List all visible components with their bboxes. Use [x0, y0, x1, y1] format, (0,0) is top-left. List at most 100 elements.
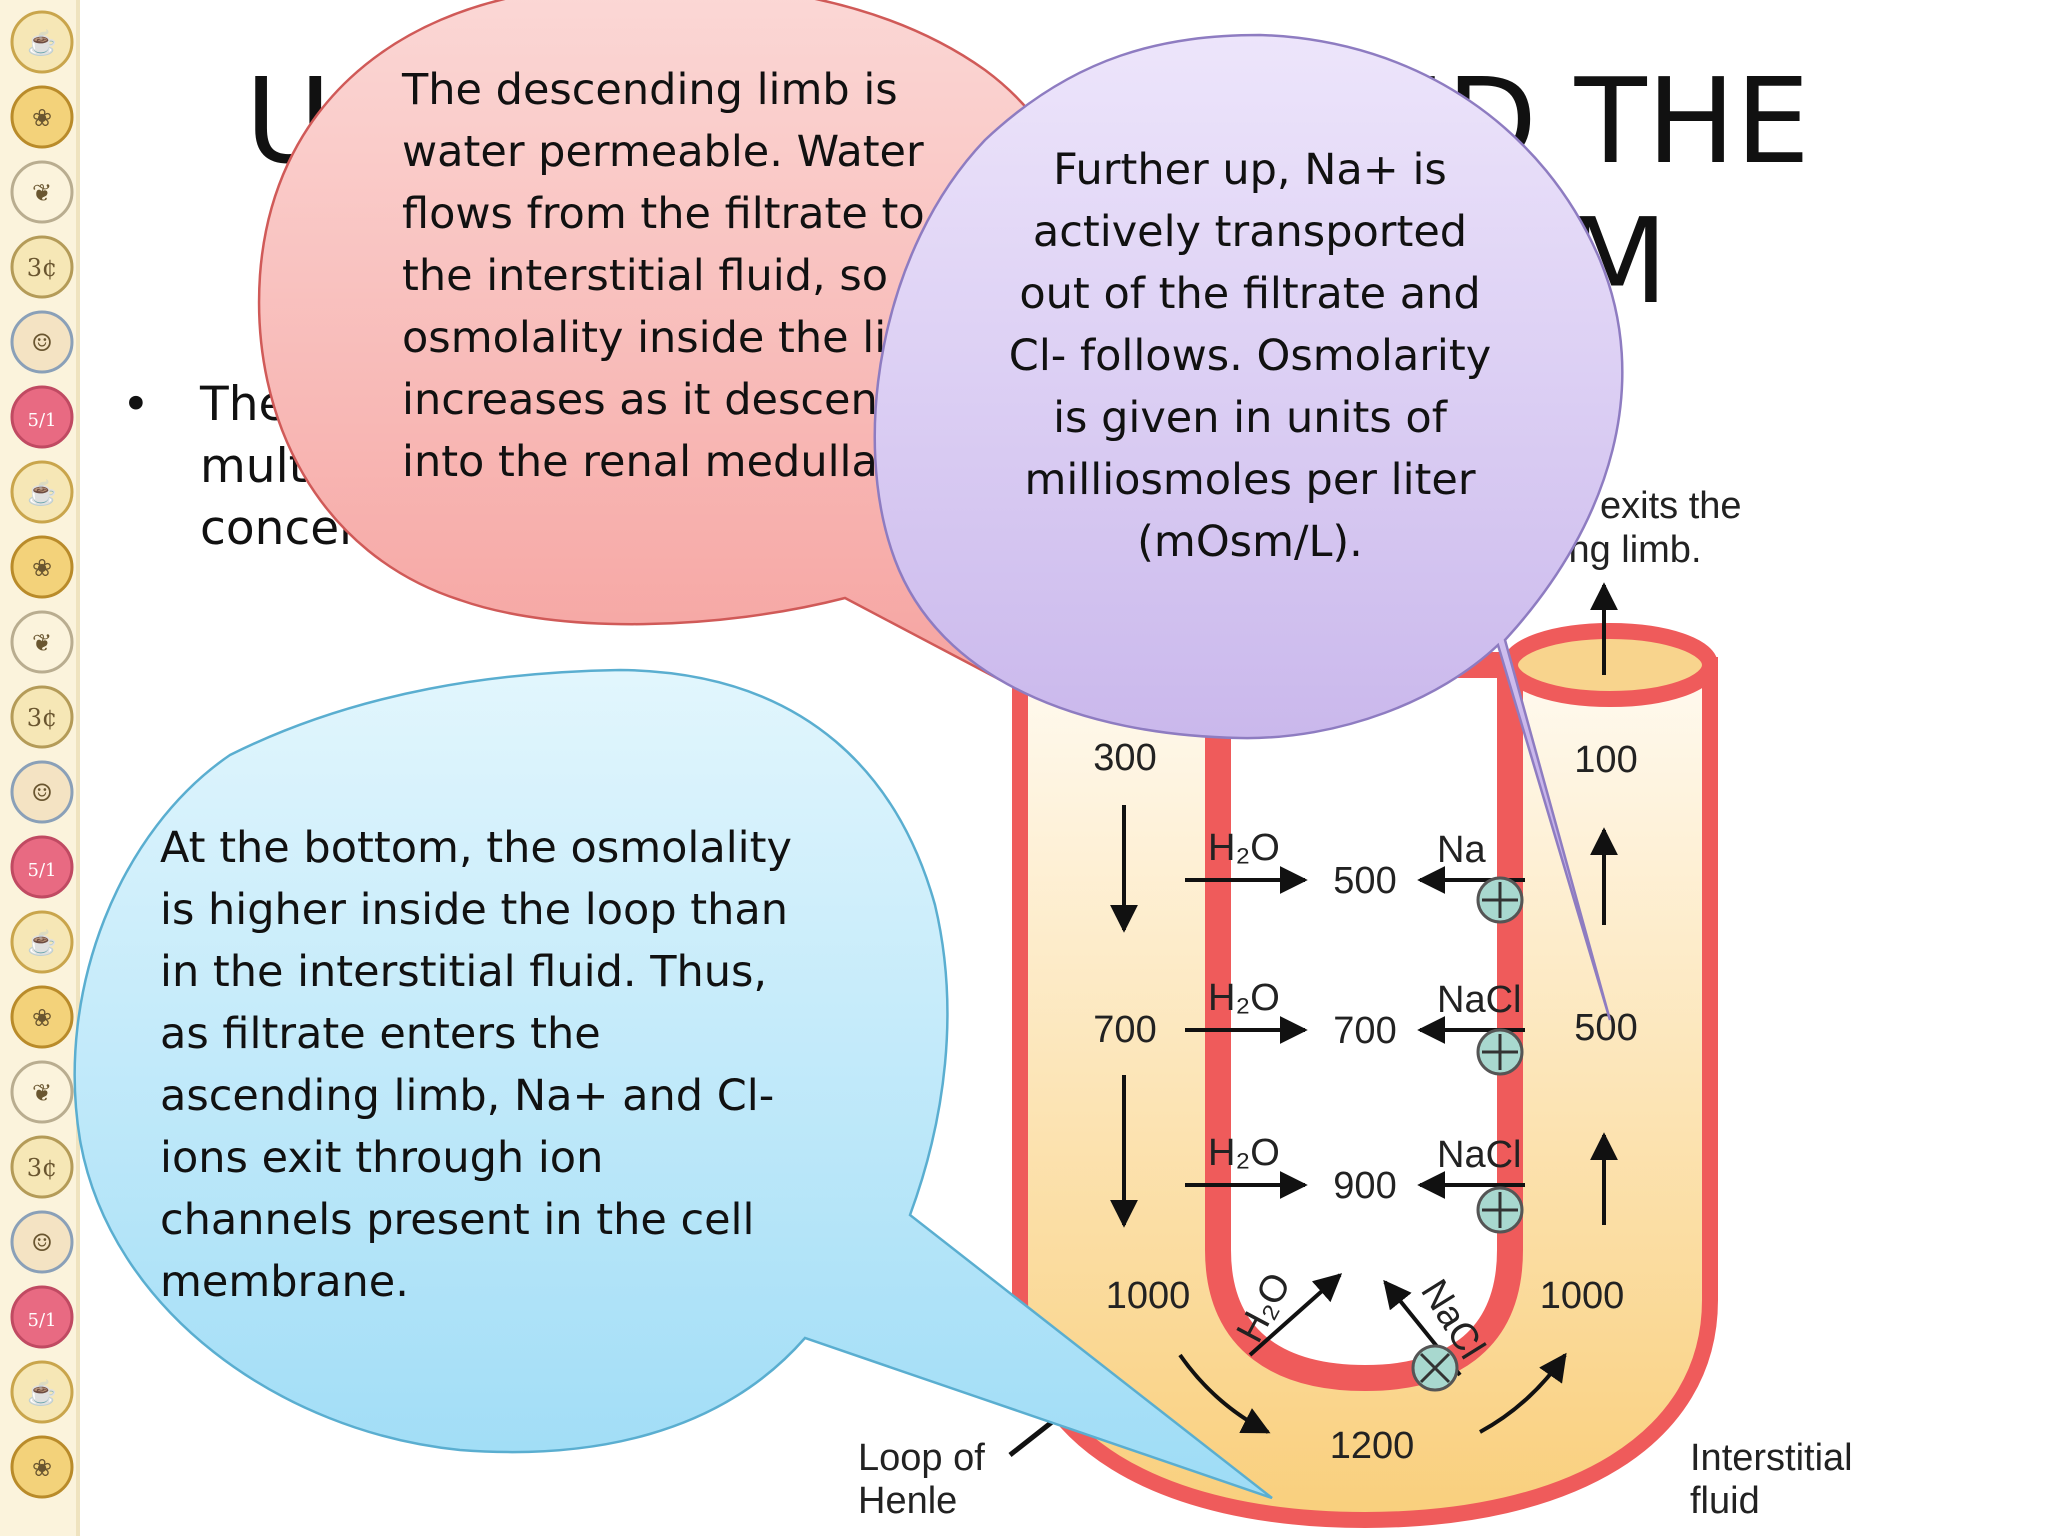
- further-up-callout: Further up, Na+ is actively transported …: [873, 33, 1624, 1021]
- cake-icon: ❀: [10, 1435, 74, 1499]
- interstitial-value-1: 500: [1333, 860, 1396, 902]
- descending-value-top: 300: [1093, 737, 1156, 779]
- descending-limb-callout: The descending limb is water permeable. …: [257, 0, 1083, 688]
- bottom-callout-line-4: as filtrate enters the: [160, 1009, 601, 1059]
- interstitial-value-2: 700: [1333, 1010, 1396, 1052]
- further-up-callout-line-5: is given in units of: [1053, 393, 1448, 443]
- interstitial-label-line2: fluid: [1690, 1480, 1760, 1522]
- spoon-icon: ❦: [10, 610, 74, 674]
- descending-callout-line-5: osmolality inside the li: [402, 313, 886, 363]
- teacup-icon: ☕: [10, 460, 74, 524]
- decorative-film-strip: ☕ ❀ ❦ 3¢ ☺ 5/1 ☕ ❀ ❦ 3¢ ☺ 5/1 ☕ ❀ ❦ 3¢ ☺ 5/1 ☕ ❀: [0, 0, 80, 1536]
- loop-label-line2: Henle: [858, 1480, 957, 1522]
- price-3c-icon: 3¢: [10, 1135, 74, 1199]
- exit-label-line1: exits the: [1600, 485, 1742, 527]
- cake-icon: ❀: [10, 985, 74, 1049]
- exchange-row-3: H₂O 900 NaCl: [1185, 1132, 1525, 1234]
- svg-text:❦: ❦: [32, 1079, 52, 1107]
- bottom-callout-line-1: At the bottom, the osmolality: [160, 823, 792, 873]
- na-label-1: Na: [1437, 829, 1486, 871]
- bottom-flow-arrow-left: [1178, 1353, 1271, 1434]
- nacl-label-2: NaCl: [1437, 979, 1521, 1021]
- svg-text:❦: ❦: [32, 629, 52, 657]
- further-up-callout-line-2: actively transported: [1033, 207, 1467, 257]
- loop-label-line1: Loop of: [858, 1437, 985, 1479]
- shopper-icon: ☺: [10, 310, 74, 374]
- descending-callout-line-3: flows from the filtrate to: [402, 189, 925, 239]
- svg-text:☕: ☕: [27, 928, 57, 957]
- ascending-limb-opening: [1502, 623, 1718, 707]
- descending-callout-line-4: the interstitial fluid, so: [402, 251, 888, 301]
- price-3c-icon: 3¢: [10, 235, 74, 299]
- teacup-icon: ☕: [10, 10, 74, 74]
- exchange-row-2: H₂O 700 NaCl: [1185, 977, 1525, 1076]
- bottom-flow-arrow-right: [1479, 1352, 1567, 1434]
- svg-text:❀: ❀: [32, 104, 52, 132]
- descending-value-bottom: 1000: [1106, 1275, 1191, 1317]
- svg-text:3¢: 3¢: [27, 704, 58, 732]
- bottom-callout-line-8: membrane.: [160, 1257, 409, 1307]
- bottom-callout-line-2: is higher inside the loop than: [160, 885, 788, 935]
- further-up-callout-line-3: out of the filtrate and: [1019, 269, 1480, 319]
- svg-text:☺: ☺: [31, 779, 53, 807]
- bottom-callout-line-5: ascending limb, Na+ and Cl-: [160, 1071, 774, 1121]
- svg-text:5/1: 5/1: [28, 410, 57, 431]
- teacup-icon: ☕: [10, 910, 74, 974]
- further-up-callout-line-6: milliosmoles per liter: [1024, 455, 1475, 505]
- ascending-value-mid: 500: [1574, 1007, 1637, 1049]
- bottom-callout-bubble: [73, 668, 1273, 1500]
- cake-icon: ❀: [10, 535, 74, 599]
- nacl-label-3: NaCl: [1437, 1134, 1521, 1176]
- price-5-for-1-icon: 5/1: [10, 385, 74, 449]
- descending-callout-line-2: water permeable. Water: [402, 127, 924, 177]
- svg-text:3¢: 3¢: [27, 1154, 58, 1182]
- shopper-icon: ☺: [10, 760, 74, 824]
- loop-inner-wall: [1205, 652, 1523, 1392]
- svg-text:❦: ❦: [32, 179, 52, 207]
- svg-text:☺: ☺: [31, 329, 53, 357]
- ascending-value-bottom: 1000: [1540, 1275, 1625, 1317]
- bottom-callout-line-3: in the interstitial fluid. Thus,: [160, 947, 767, 997]
- cake-icon: ❀: [10, 85, 74, 149]
- further-up-callout-line-7: (mOsm/L).: [1137, 517, 1363, 567]
- bottom-callout-line-7: channels present in the cell: [160, 1195, 754, 1245]
- exit-label-line2: ing limb.: [1560, 529, 1702, 571]
- svg-text:☺: ☺: [31, 1229, 53, 1257]
- price-3c-icon: 3¢: [10, 685, 74, 749]
- further-up-callout-bubble: [873, 33, 1624, 1021]
- bottom-callout-line-6: ions exit through ion: [160, 1133, 603, 1183]
- svg-text:❀: ❀: [32, 1454, 52, 1482]
- descending-callout-line-1: The descending limb is: [401, 65, 898, 115]
- further-up-callout-line-1: Further up, Na+ is: [1053, 145, 1447, 195]
- further-up-callout-line-4: Cl- follows. Osmolarity: [1009, 331, 1491, 381]
- water-label-3: H₂O: [1208, 1132, 1280, 1174]
- shopper-icon: ☺: [10, 1210, 74, 1274]
- svg-text:☕: ☕: [27, 478, 57, 507]
- loop-of-henle-diagram: exits the ing limb. 300 700 1000 100 500…: [858, 485, 1853, 1529]
- price-5-for-1-icon: 5/1: [10, 1285, 74, 1349]
- teacup-icon: ☕: [10, 1360, 74, 1424]
- water-label-2: H₂O: [1208, 977, 1280, 1019]
- svg-text:☕: ☕: [27, 28, 57, 57]
- descending-callout-line-6: increases as it descend: [402, 375, 905, 425]
- descending-callout-line-7: into the renal medulla.: [402, 437, 891, 487]
- bottom-callout: At the bottom, the osmolality is higher …: [73, 668, 1273, 1500]
- exchange-row-1: H₂O 500 Na: [1185, 827, 1525, 924]
- svg-text:5/1: 5/1: [28, 1310, 57, 1331]
- svg-text:❀: ❀: [32, 1004, 52, 1032]
- descending-value-mid: 700: [1093, 1009, 1156, 1051]
- spoon-icon: ❦: [10, 160, 74, 224]
- interstitial-label-line1: Interstitial: [1690, 1437, 1853, 1479]
- water-label-1: H₂O: [1208, 827, 1280, 869]
- svg-text:5/1: 5/1: [28, 860, 57, 881]
- ascending-value-top: 100: [1574, 739, 1637, 781]
- svg-text:❀: ❀: [32, 554, 52, 582]
- bottom-water-arrow: [1248, 1273, 1343, 1357]
- bullet-marker: •: [122, 377, 150, 432]
- svg-text:☕: ☕: [27, 1378, 57, 1407]
- svg-text:3¢: 3¢: [27, 254, 58, 282]
- spoon-icon: ❦: [10, 1060, 74, 1124]
- interstitial-value-3: 900: [1333, 1165, 1396, 1207]
